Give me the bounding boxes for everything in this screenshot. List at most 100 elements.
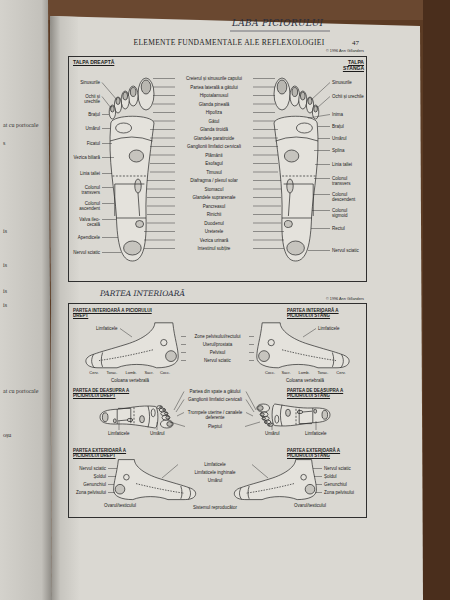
copyright-note: © 1996 Ann Gillanders: [326, 49, 364, 53]
reflex-zone-label: Hipofiza: [206, 110, 222, 115]
vertebra-label: Sacr.: [281, 371, 290, 375]
reflex-zone-label: Colonul ascendent: [70, 201, 100, 211]
reflex-zone-label: Glanda tiroidă: [200, 127, 228, 132]
reflex-zone-label: Umărul: [208, 478, 223, 483]
reflex-zone-label: Partea laterală a gâtului: [190, 85, 238, 90]
reflex-zone-label: Nervul sciatic: [332, 248, 359, 253]
page-number: 47: [352, 40, 359, 48]
reflex-zone-label: Genunchiul: [324, 482, 347, 487]
reflex-zone-label: Nervul sciatic: [73, 250, 100, 255]
panel-heading: PARTEA DE DEASUPRA A PICIORULUI DREPT: [73, 388, 153, 398]
reflex-zone-label: Genunchiul: [83, 482, 106, 487]
reflex-zone-label: Ochii și urechile: [332, 94, 364, 99]
facing-page-text: s: [3, 140, 5, 147]
panel-heading: PARTEA EXTERIOARĂ A PICIORULUI DREPT: [73, 448, 153, 458]
reflex-zone-label: Limfaticele: [204, 462, 226, 467]
vertebra-label: Lomb.: [298, 371, 309, 375]
reflex-zone-label: Limfaticele: [305, 431, 327, 436]
reflex-zone-label: Limfaticele: [96, 326, 118, 331]
reflex-zone-label: Rinichii: [207, 212, 222, 217]
panel-heading: PARTEA EXTERIOARĂ A PICIORULUI STÂNG: [287, 448, 363, 458]
reflex-zone-label: Nervul sciatic: [324, 466, 351, 471]
reflex-zone-label: Plămânii: [205, 153, 222, 158]
reflex-zone-label: Uterul/prostata: [203, 342, 233, 347]
reflex-zone-label: Vezica urinară: [200, 238, 229, 243]
reflex-zone-label: Intestinul subțire: [198, 246, 231, 251]
reflex-zone-label: Brațul: [332, 124, 344, 129]
reflex-zone-label: Glandele suprarenale: [192, 195, 235, 200]
reflex-zone-label: Hipotalamusul: [200, 93, 229, 98]
vertebra-label: Cocc.: [160, 371, 170, 375]
vertebra-label: Cerv.: [89, 371, 98, 375]
reflex-zone-label: Colonul descendent: [332, 192, 364, 202]
reflex-zone-label: Pieptul: [208, 424, 222, 429]
reflex-zone-label: Apendicele: [78, 235, 100, 240]
reflex-zone-label: Ureterele: [205, 229, 224, 234]
reflex-zone-label: Ganglionii limfatici cervicali: [187, 144, 241, 149]
vertebra-label: Lomb.: [125, 371, 136, 375]
reflex-zone-label: Pelvisul: [210, 350, 226, 355]
reflex-zone-label: Linia taliei: [332, 162, 352, 167]
handwritten-note: LABA PICIORULUI: [232, 18, 323, 28]
reflex-zone-label: Rectul: [332, 226, 345, 231]
reflex-zone-label: Stomacul: [205, 187, 224, 192]
reflex-zone-label: Limfaticele: [108, 431, 130, 436]
copyright-note: © 1996 Ann Gillanders: [326, 297, 364, 301]
reflex-zone-label: Coloana vertebrală: [111, 378, 149, 383]
facing-page-text: oșu: [3, 432, 11, 439]
reflex-zone-label: Diafragma / plexul solar: [190, 178, 237, 183]
reflex-zone-label: Umărul: [85, 126, 100, 131]
reflex-zone-label: Ovarul/testiculul: [104, 503, 136, 508]
facing-page-text: is: [3, 302, 7, 309]
page-header: ELEMENTE FUNDAMENTALE ALE REFLEXOLOGIEI: [134, 39, 325, 47]
reflex-zone-label: Duodenul: [204, 221, 223, 226]
facing-page-text: is: [3, 288, 7, 295]
reflex-zone-label: Ochii și urechile: [70, 94, 100, 104]
reflex-zone-label: Limfaticele inghinale: [195, 470, 236, 475]
reflex-zone-label: Valva ileo-cecală: [70, 217, 100, 227]
reflex-zone-label: Ovarul/testiculul: [294, 503, 326, 508]
vertebra-label: Cocc.: [265, 371, 275, 375]
facing-page-text: at cu portocale: [3, 388, 38, 395]
panel-heading: PARTEA INTERIOARĂ A PICIORULUI DREPT: [73, 308, 153, 318]
reflex-zone-label: Colonul sigmoid: [332, 208, 364, 218]
reflex-zone-label: Sistemul reproducător: [193, 505, 237, 510]
reflex-zone-label: Vezica biliară: [73, 155, 100, 160]
reflex-zone-label: Ficatul: [87, 141, 100, 146]
reflex-zone-label: Trompele uterine / canalele deferente: [186, 410, 244, 420]
panel-heading: PARTEA DE DEASUPRA A PICIORULUI STÂNG: [287, 388, 363, 398]
reflex-zone-label: Colonul transvers: [332, 176, 364, 186]
reflex-zone-label: Coloana vertebrală: [286, 378, 324, 383]
reflex-zone-label: Zone pelvisului/rectului: [195, 334, 241, 339]
reflex-zone-label: Umărul: [332, 136, 347, 141]
vertebra-label: Torac.: [318, 371, 329, 375]
reflex-zone-label: Inima: [332, 112, 343, 117]
reflex-zone-label: Umărul: [265, 431, 280, 436]
reflex-zone-label: Zona pelvisului: [324, 490, 354, 495]
panel-heading: TALPA STÂNGĂ: [343, 60, 364, 71]
reflex-zone-label: Glandele paratiroide: [194, 136, 235, 141]
reflex-zone-label: Sinusurile: [332, 80, 352, 85]
reflex-zone-label: Sinusurile: [80, 80, 100, 85]
facing-page-text: is: [3, 262, 7, 269]
reflex-zone-label: Zona pelvisului: [76, 490, 106, 495]
vertebra-label: Cerv.: [336, 371, 345, 375]
reflex-zone-label: Timusul: [206, 170, 222, 175]
reflex-zone-label: Gâtul: [209, 119, 220, 124]
reflex-zone-label: Partea din spate a gâtului: [189, 389, 240, 394]
reflex-zone-label: Ganglionii limfatici cervicali: [188, 397, 242, 402]
reflex-zone-label: Glanda pineală: [199, 102, 229, 107]
panel-heading: TALPA DREAPTĂ: [73, 60, 114, 66]
vertebra-label: Sacr.: [144, 371, 153, 375]
reflex-zone-label: Șoldul: [324, 474, 337, 479]
reflex-zone-label: Umărul: [150, 431, 165, 436]
reflex-zone-label: Șoldul: [93, 474, 106, 479]
vertebra-label: Torac.: [107, 371, 118, 375]
reflex-zone-label: Creierul și sinusurile capului: [186, 76, 242, 81]
reflex-zone-label: Linia taliei: [80, 171, 100, 176]
reflex-zone-label: Nervul sciatic: [204, 358, 231, 363]
reflex-zone-label: Esofagul: [205, 161, 223, 166]
reflex-zone-label: Pancreasul: [203, 204, 226, 209]
panel-heading: PARTEA INTERIOARĂ A PICIORULUI STÂNG: [287, 308, 363, 318]
reflex-zone-label: Colonul transvers: [70, 185, 100, 195]
